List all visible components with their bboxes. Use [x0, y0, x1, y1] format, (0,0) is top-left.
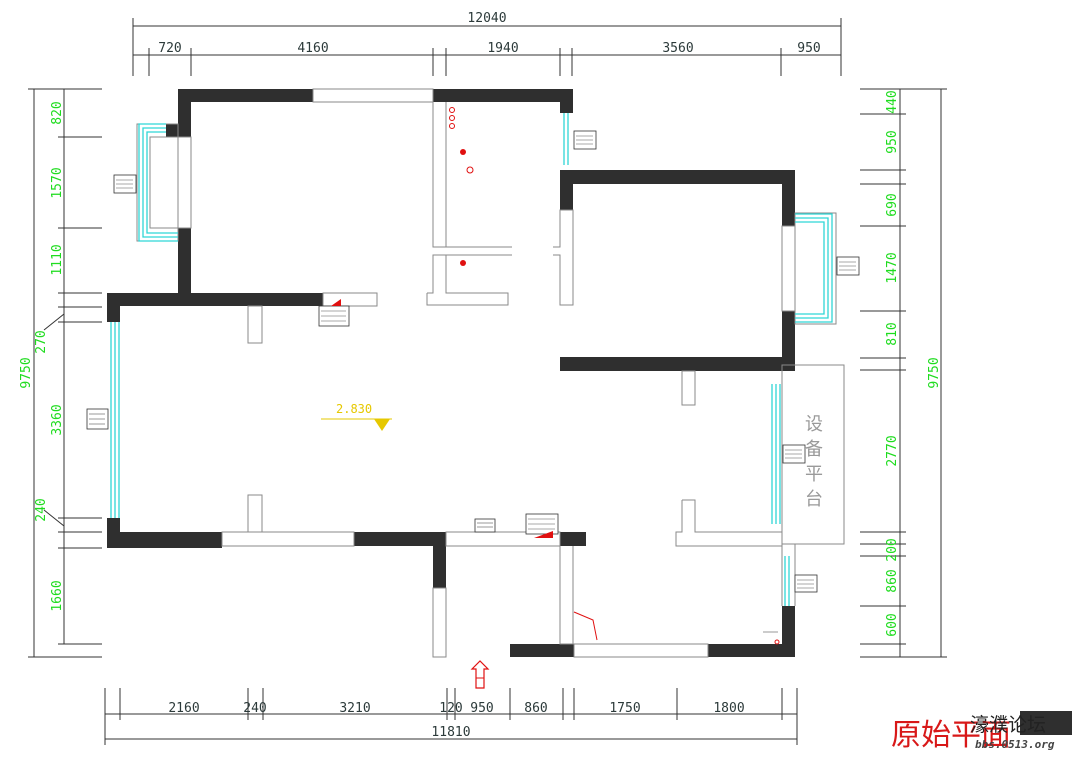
bottom-dimension-6: 860 — [524, 701, 547, 716]
windows — [110, 113, 833, 606]
watermark-logo-box — [1020, 711, 1072, 735]
elevation-triangle-icon — [374, 419, 390, 431]
elevation-value: 2.830 — [336, 402, 372, 416]
top-dimension-5: 950 — [797, 41, 820, 56]
top-total-dimension: 12040 — [467, 11, 506, 26]
left-dimension-7: 1660 — [50, 580, 65, 611]
right-dimension-3: 690 — [885, 193, 900, 216]
watermark-url: bbs.0513.org — [975, 738, 1055, 751]
platform-char-1: 设 — [805, 414, 823, 435]
right-total-dimension: 9750 — [927, 357, 942, 388]
right-dimension-chain: 9750 440 950 690 1470 810 2770 200 860 6… — [860, 88, 947, 658]
right-dimension-6: 2770 — [885, 435, 900, 466]
pipe-icon — [449, 115, 455, 121]
walls — [107, 89, 795, 657]
top-dimension-chain: 12040 720 4160 1940 3560 950 — [132, 11, 842, 76]
right-dimension-7: 200 — [885, 538, 900, 561]
pipe-icon — [466, 166, 474, 174]
bottom-dimension-8: 1800 — [713, 701, 744, 716]
drain-icon — [460, 260, 466, 266]
annotation-tags — [86, 130, 860, 633]
watermark-title: 原始平面 — [891, 718, 1011, 753]
entrance-arrow-icon — [470, 660, 490, 689]
watermark-logo: 濠濮论坛 — [970, 714, 1046, 736]
door-tag — [474, 518, 496, 533]
platform-char-2: 备 — [805, 439, 823, 460]
top-dimension-4: 3560 — [662, 41, 693, 56]
equipment-platform-label: 设 备 平 台 — [805, 414, 823, 510]
left-dimension-1: 820 — [50, 101, 65, 124]
pipe-icon — [449, 107, 455, 113]
left-total-dimension: 9750 — [19, 357, 34, 388]
top-dimension-2: 4160 — [297, 41, 328, 56]
watermark: 原始平面 濠濮论坛 bbs.0513.org — [891, 711, 1072, 753]
electric-box-marker-1 — [331, 299, 341, 306]
bottom-dimension-3: 3210 — [339, 701, 370, 716]
pipe-icon — [449, 123, 455, 129]
platform-char-4: 台 — [805, 489, 823, 510]
window-tag-bottom-right — [794, 574, 818, 593]
drain-icon — [460, 149, 466, 155]
bottom-dimension-chain: 2160 240 3210 120 950 860 1750 1800 1181… — [104, 688, 798, 745]
electric-box-marker-2 — [534, 531, 553, 538]
right-dimension-5: 810 — [885, 322, 900, 345]
top-dimension-3: 1940 — [487, 41, 518, 56]
right-dimension-4: 1470 — [885, 252, 900, 283]
pipe-icon — [774, 639, 780, 645]
left-dimension-2: 1570 — [50, 167, 65, 198]
door-swing-icon — [573, 611, 598, 641]
left-dimension-chain: 9750 820 1570 1110 270 3360 240 1660 — [19, 88, 102, 658]
right-dimension-1: 440 — [885, 90, 900, 113]
thin-partitions — [136, 88, 845, 658]
left-dimension-5: 3360 — [50, 404, 65, 435]
red-markers — [331, 107, 780, 689]
bottom-total-dimension: 11810 — [431, 725, 470, 740]
left-dimension-4: 270 — [34, 330, 49, 353]
right-dimension-8: 860 — [885, 569, 900, 592]
bottom-dimension-4: 120 — [439, 701, 462, 716]
right-dimension-2: 950 — [885, 130, 900, 153]
left-dimension-3: 1110 — [50, 244, 65, 275]
right-dimension-9: 600 — [885, 613, 900, 636]
bottom-dimension-1: 2160 — [168, 701, 199, 716]
top-dimension-1: 720 — [158, 41, 181, 56]
elevation-mark: 2.830 — [321, 402, 392, 431]
left-dimension-6: 240 — [34, 498, 49, 521]
platform-char-3: 平 — [805, 464, 823, 485]
bottom-dimension-5: 950 — [470, 701, 493, 716]
bottom-dimension-2: 240 — [243, 701, 266, 716]
bottom-dimension-7: 1750 — [609, 701, 640, 716]
